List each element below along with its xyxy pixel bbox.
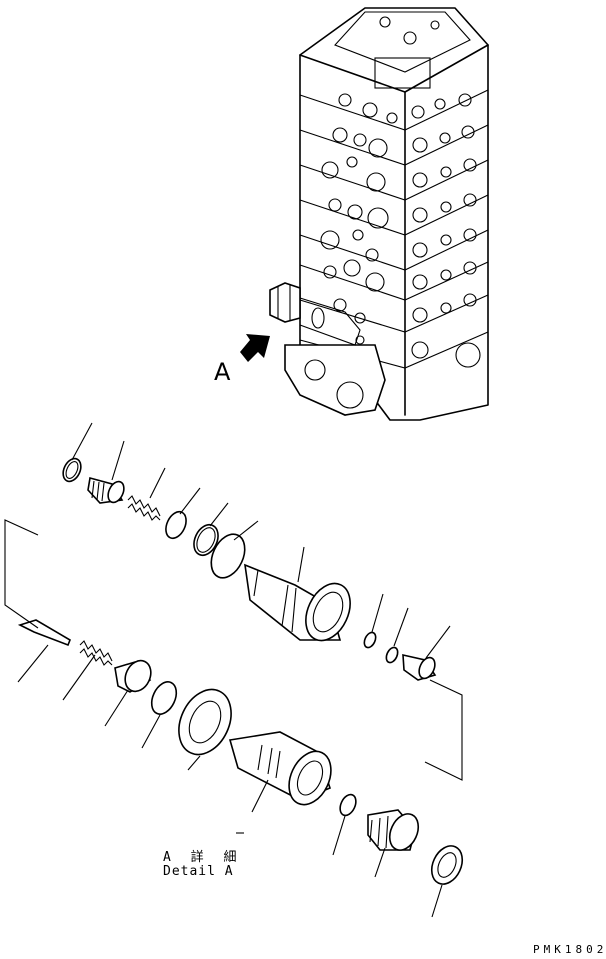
reference-lines <box>4 519 463 781</box>
control-valve-assembly <box>269 7 489 421</box>
part-code: PMK1802 <box>533 943 606 956</box>
view-direction-arrow <box>240 334 270 362</box>
lower-part-row <box>17 619 464 885</box>
leader-lines <box>17 422 451 918</box>
detail-label-japanese: A 詳 細 <box>163 850 243 865</box>
upper-part-row <box>62 457 437 681</box>
detail-label-english: Detail A <box>163 864 234 879</box>
view-label: A <box>214 358 231 386</box>
